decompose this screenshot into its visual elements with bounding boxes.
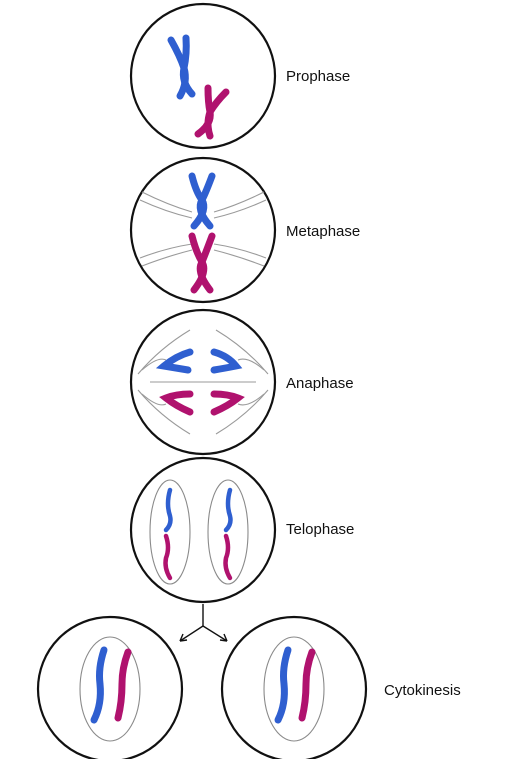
magenta-chromatids	[159, 390, 245, 416]
magenta-chromosome	[298, 648, 316, 722]
spindle-fiber	[213, 249, 265, 267]
nucleus-right	[207, 479, 249, 585]
magenta-chromosome	[188, 232, 216, 294]
nucleus-left	[79, 636, 141, 742]
spindle-fiber	[213, 199, 267, 219]
arrow-right-head	[219, 633, 228, 642]
telophase-stage: Telophase	[129, 456, 354, 604]
metaphase-stage: Metaphase	[129, 156, 360, 304]
blue-chromosome	[188, 172, 216, 230]
chromatid	[163, 533, 173, 581]
spindle-fiber	[139, 243, 193, 259]
daughter-cell-left	[36, 615, 184, 759]
spindle-fiber	[141, 249, 193, 267]
chromatid	[210, 390, 245, 416]
blue-chromosome	[167, 34, 196, 100]
chromatid	[223, 487, 233, 533]
spindle-fibers	[139, 191, 267, 267]
chromosome-arm	[196, 232, 216, 294]
magenta-chromatids	[163, 533, 233, 581]
nucleus-left	[149, 479, 191, 585]
spindle-fiber	[139, 199, 193, 219]
blue-chromatids	[163, 487, 233, 533]
spindle-fiber	[141, 191, 193, 213]
chromosome-arm	[196, 172, 216, 230]
chromatid	[210, 348, 243, 374]
spindle-fiber	[141, 393, 167, 406]
chromosome-arm	[204, 88, 230, 140]
stage-label-telophase: Telophase	[286, 521, 354, 538]
stage-label-prophase: Prophase	[286, 68, 350, 85]
blue-chromosome	[274, 646, 292, 724]
chromatid	[159, 390, 194, 416]
stage-label-metaphase: Metaphase	[286, 223, 360, 240]
prophase-stage: Prophase	[129, 2, 350, 150]
chromatid	[163, 487, 173, 533]
telophase-cell	[129, 456, 277, 604]
daughter-cell-right	[220, 615, 368, 759]
blue-chromosome	[90, 646, 108, 724]
spindle-fiber	[141, 358, 167, 371]
nucleus-right	[263, 636, 325, 742]
metaphase-cell	[129, 156, 277, 304]
stage-label-anaphase: Anaphase	[286, 375, 354, 392]
blue-chromatids	[155, 348, 243, 374]
spindle-fiber	[213, 243, 267, 259]
division-arrows	[179, 604, 228, 642]
spindle-fiber	[237, 393, 265, 406]
arrow-left-head	[179, 633, 188, 642]
anaphase-stage: Anaphase	[129, 308, 354, 456]
arrow-left	[179, 625, 204, 642]
chromatid	[155, 348, 194, 374]
magenta-chromosome	[114, 648, 132, 722]
chromatid	[223, 533, 233, 581]
stage-label-cytokinesis: Cytokinesis	[384, 682, 461, 699]
chromosome-arm	[179, 34, 196, 98]
prophase-cell	[129, 2, 277, 150]
spindle-fiber	[213, 191, 265, 213]
cytokinesis-stage: Cytokinesis	[36, 615, 461, 759]
spindle-fiber	[237, 358, 265, 371]
arrow-right	[202, 625, 228, 642]
spindle-fibers	[137, 329, 269, 435]
magenta-chromosome	[194, 84, 230, 140]
